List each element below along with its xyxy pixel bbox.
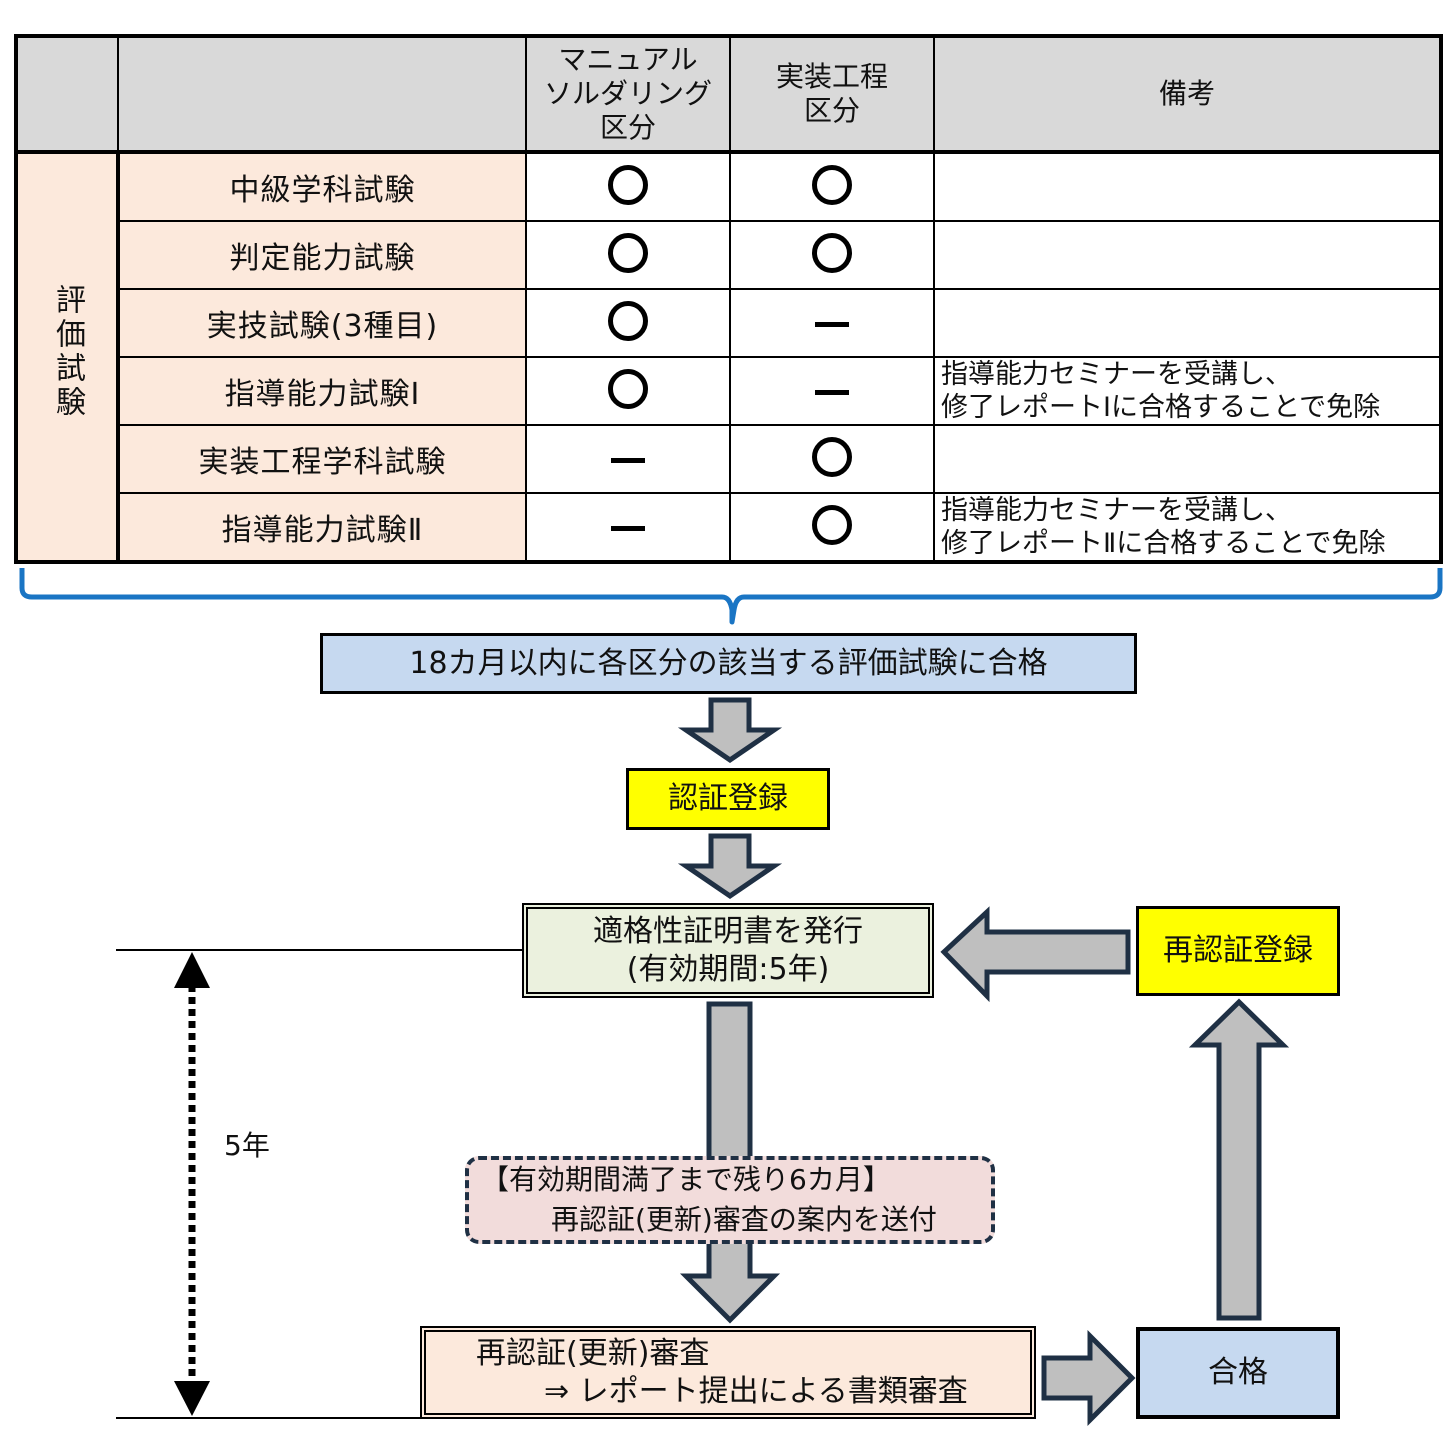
header-manual-soldering-line1: マニュアル: [558, 43, 698, 76]
issue-certificate-title: 適格性証明書を発行: [593, 913, 863, 949]
remarks-line: 指導能力セミナーを受講し、: [941, 359, 1292, 390]
remarks-cell: [933, 220, 1442, 290]
arrow-left-icon: [940, 906, 1131, 1003]
recertification-registration-box: 再認証登録: [1136, 906, 1340, 996]
arrow-down-icon: [677, 697, 783, 764]
mounting-process-cell: [729, 424, 935, 494]
remarks-line: 指導能力セミナーを受講し、: [941, 495, 1292, 526]
arrow-right-icon: [1041, 1329, 1136, 1427]
header-mounting-process-line1: 実装工程: [775, 60, 888, 93]
manual-soldering-cell: [525, 492, 731, 563]
table-header-row: マニュアル ソルダリング 区分 実装工程 区分 備考: [15, 35, 1442, 154]
manual-soldering-cell: [525, 151, 731, 222]
required-circle-icon: [812, 233, 852, 273]
exam-name: 中級学科試験: [117, 151, 527, 222]
validity-period-label: 5年: [224, 1129, 270, 1162]
header-group: [15, 35, 119, 154]
renewal-notice-title: 【有効期間満了まで残り6カ月】: [481, 1163, 891, 1196]
header-manual-soldering: マニュアル ソルダリング 区分: [525, 35, 731, 154]
mounting-process-cell: [729, 356, 935, 426]
arrow-up-icon: [1188, 998, 1290, 1321]
not-applicable-dash-icon: [815, 389, 849, 395]
table-row: 指導能力試験Ⅰ 指導能力セミナーを受講し、修了レポートⅠに合格することで免除: [16, 356, 1442, 426]
required-circle-icon: [812, 165, 852, 205]
exam-name: 実装工程学科試験: [117, 424, 527, 494]
remarks-cell: [933, 151, 1442, 222]
group-label: 評価試験: [50, 284, 85, 420]
exam-name: 実技試験(3種目): [117, 288, 527, 358]
renewal-notice-text: 再認証(更新)審査の案内を送付: [551, 1203, 937, 1236]
not-applicable-dash-icon: [815, 321, 849, 327]
required-circle-icon: [812, 505, 852, 545]
renewal-review-box: 再認証(更新)審査 ⇒ レポート提出による書類審査: [420, 1326, 1036, 1419]
header-mounting-process: 実装工程 区分: [729, 35, 935, 154]
arrow-up-head-icon: [174, 952, 210, 988]
manual-soldering-cell: [525, 220, 731, 290]
certification-registration-box: 認証登録: [626, 768, 830, 830]
mounting-process-cell: [729, 151, 935, 222]
exam-name: 判定能力試験: [117, 220, 527, 290]
header-manual-soldering-line2: ソルダリング: [543, 77, 712, 110]
header-exam: [117, 35, 527, 154]
remarks-cell: [933, 424, 1442, 494]
arrow-down-icon: [677, 833, 783, 900]
issue-certificate-box: 適格性証明書を発行 (有効期間:5年): [522, 903, 934, 998]
remarks-cell: 指導能力セミナーを受講し、修了レポートⅠに合格することで免除: [933, 356, 1442, 426]
remarks-line: 修了レポートⅡに合格することで免除: [941, 528, 1386, 559]
table-row: 実装工程学科試験: [16, 424, 1442, 494]
mounting-process-cell: [729, 220, 935, 290]
pass-within-18-months-box: 18カ月以内に各区分の該当する評価試験に合格: [320, 633, 1137, 694]
table-row: 実技試験(3種目): [16, 288, 1442, 358]
mounting-process-cell: [729, 492, 935, 563]
arrow-down-head-icon: [174, 1381, 210, 1416]
header-remarks: 備考: [933, 35, 1442, 154]
required-circle-icon: [608, 369, 648, 409]
mounting-process-cell: [729, 288, 935, 358]
manual-soldering-cell: [525, 424, 731, 494]
required-circle-icon: [608, 165, 648, 205]
not-applicable-dash-icon: [611, 525, 645, 531]
exam-name: 指導能力試験Ⅰ: [117, 356, 527, 426]
required-circle-icon: [608, 233, 648, 273]
exam-name: 指導能力試験Ⅱ: [117, 492, 527, 563]
not-applicable-dash-icon: [611, 457, 645, 463]
brace-connector: [19, 568, 1443, 625]
remarks-cell: [933, 288, 1442, 358]
evaluation-exam-table: マニュアル ソルダリング 区分 実装工程 区分 備考 評価試験 中級学科試験判定能…: [14, 34, 1443, 564]
renewal-review-title: 再認証(更新)審査: [476, 1335, 710, 1371]
renewal-review-method: ⇒ レポート提出による書類審査: [544, 1373, 968, 1409]
renewal-notice-box: 【有効期間満了まで残り6カ月】 再認証(更新)審査の案内を送付: [465, 1156, 995, 1244]
group-label-cell: 評価試験: [15, 151, 120, 563]
table-row: 評価試験 中級学科試験: [15, 151, 1442, 563]
required-circle-icon: [812, 437, 852, 477]
header-manual-soldering-line3: 区分: [599, 111, 656, 144]
table-row: 判定能力試験: [16, 220, 1442, 290]
pass-box: 合格: [1136, 1327, 1340, 1419]
manual-soldering-cell: [525, 288, 731, 358]
table-row: 指導能力試験Ⅱ 指導能力セミナーを受講し、修了レポートⅡに合格することで免除: [16, 492, 1442, 563]
manual-soldering-cell: [525, 356, 731, 426]
remarks-cell: 指導能力セミナーを受講し、修了レポートⅡに合格することで免除: [933, 492, 1442, 563]
remarks-line: 修了レポートⅠに合格することで免除: [941, 392, 1381, 423]
issue-certificate-validity: (有効期間:5年): [626, 951, 830, 987]
header-mounting-process-line2: 区分: [803, 94, 860, 127]
required-circle-icon: [608, 301, 648, 341]
